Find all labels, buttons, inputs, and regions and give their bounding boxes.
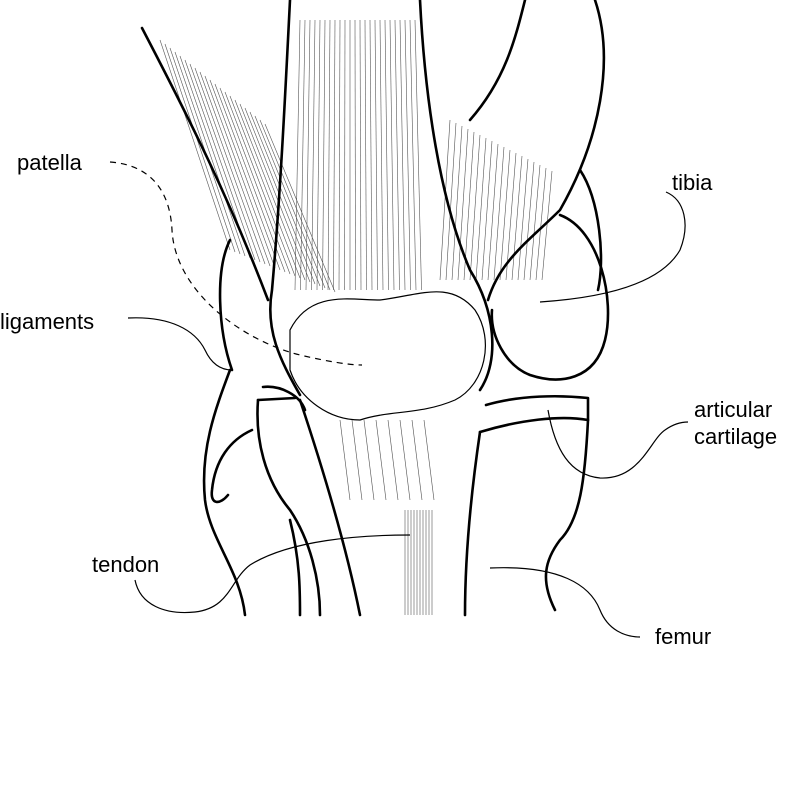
fiber-line <box>493 146 505 281</box>
right-muscle-outline <box>486 0 606 302</box>
left-muscle-outline <box>140 26 270 302</box>
fiber-line <box>364 19 367 291</box>
fiber-line <box>209 79 281 271</box>
fiber-line <box>363 419 375 501</box>
fiber-line <box>463 131 475 281</box>
fiber-line <box>517 158 529 281</box>
femur-leader-line <box>489 567 641 638</box>
fiber-line <box>229 95 301 279</box>
fiber-line <box>379 19 384 291</box>
femur-outline <box>544 418 590 612</box>
fiber-line <box>351 419 363 501</box>
fiber-line <box>481 140 493 281</box>
fiber-line <box>305 19 311 291</box>
fiber-line <box>359 19 362 291</box>
fiber-line <box>374 19 378 291</box>
fiber-line <box>414 19 422 291</box>
fiber-line <box>411 419 423 501</box>
fiber-line <box>254 115 326 289</box>
fiber-line <box>529 164 541 281</box>
fiber-line <box>499 149 511 281</box>
fiber-line <box>404 19 411 291</box>
fiber-line <box>214 83 286 273</box>
label-ligaments: ligaments <box>0 309 95 334</box>
fiber-line <box>189 63 261 263</box>
fiber-line <box>294 19 301 291</box>
fiber-line <box>174 51 246 257</box>
articular-cartilage-leader-line <box>547 409 689 479</box>
label-cartilage: cartilage <box>694 424 778 449</box>
fiber-line <box>194 67 266 265</box>
fiber-line <box>239 103 311 283</box>
fiber-line <box>457 128 469 281</box>
fiber-line <box>505 152 517 281</box>
patella-leader-line <box>109 161 363 366</box>
fiber-line <box>333 19 336 291</box>
fiber-line <box>394 19 400 291</box>
fiber-line <box>259 119 331 291</box>
patella-outline <box>289 291 486 421</box>
fiber-line <box>354 19 356 291</box>
fiber-line <box>316 19 321 291</box>
fiber-line <box>219 87 291 275</box>
fiber-line <box>389 19 395 291</box>
fiber-line <box>384 19 389 291</box>
quadriceps-tendon-outline <box>268 0 302 397</box>
tendon-leader-line <box>134 534 411 614</box>
label-femur: femur <box>655 624 712 649</box>
fiber-line <box>541 170 553 281</box>
fiber-line <box>439 119 451 281</box>
fiber-line <box>344 19 346 291</box>
fiber-line <box>387 419 399 501</box>
fiber-line <box>327 19 331 291</box>
muscle-fiber-hatching <box>159 19 553 615</box>
fiber-line <box>487 143 499 281</box>
label-patella: patella <box>17 150 82 175</box>
fiber-line <box>475 137 487 281</box>
fiber-line <box>409 19 417 291</box>
fiber-line <box>339 419 351 501</box>
fiber-line <box>445 122 457 281</box>
fiber-line <box>399 419 411 501</box>
fiber-line <box>249 111 321 287</box>
articular-cartilage-outline <box>478 394 590 434</box>
fiber-line <box>159 39 231 251</box>
fiber-line <box>451 125 463 281</box>
fiber-line <box>224 91 296 277</box>
fiber-line <box>399 19 406 291</box>
fiber-line <box>423 419 435 501</box>
fiber-line <box>264 123 336 293</box>
fiber-line <box>375 419 387 501</box>
tibia-leader-line <box>539 191 686 303</box>
fiber-line <box>469 134 481 281</box>
fiber-line <box>164 43 236 253</box>
label-tendon: tendon <box>92 552 160 577</box>
fiber-line <box>322 19 326 291</box>
fiber-line <box>523 161 535 281</box>
fiber-line <box>311 19 316 291</box>
fiber-line <box>204 75 276 269</box>
fiber-line <box>535 167 547 281</box>
label-articular: articular <box>694 397 773 422</box>
fiber-line <box>300 19 306 291</box>
fiber-line <box>184 59 256 261</box>
fiber-line <box>199 71 271 267</box>
label-tibia: tibia <box>672 170 713 195</box>
ligaments-leader-line <box>127 317 233 371</box>
tibia-condyle-outline <box>490 213 610 381</box>
fiber-line <box>511 155 523 281</box>
fiber-line <box>338 19 341 291</box>
fiber-line <box>234 99 306 281</box>
fiber-line <box>369 19 373 291</box>
fibula-outline <box>256 398 322 617</box>
